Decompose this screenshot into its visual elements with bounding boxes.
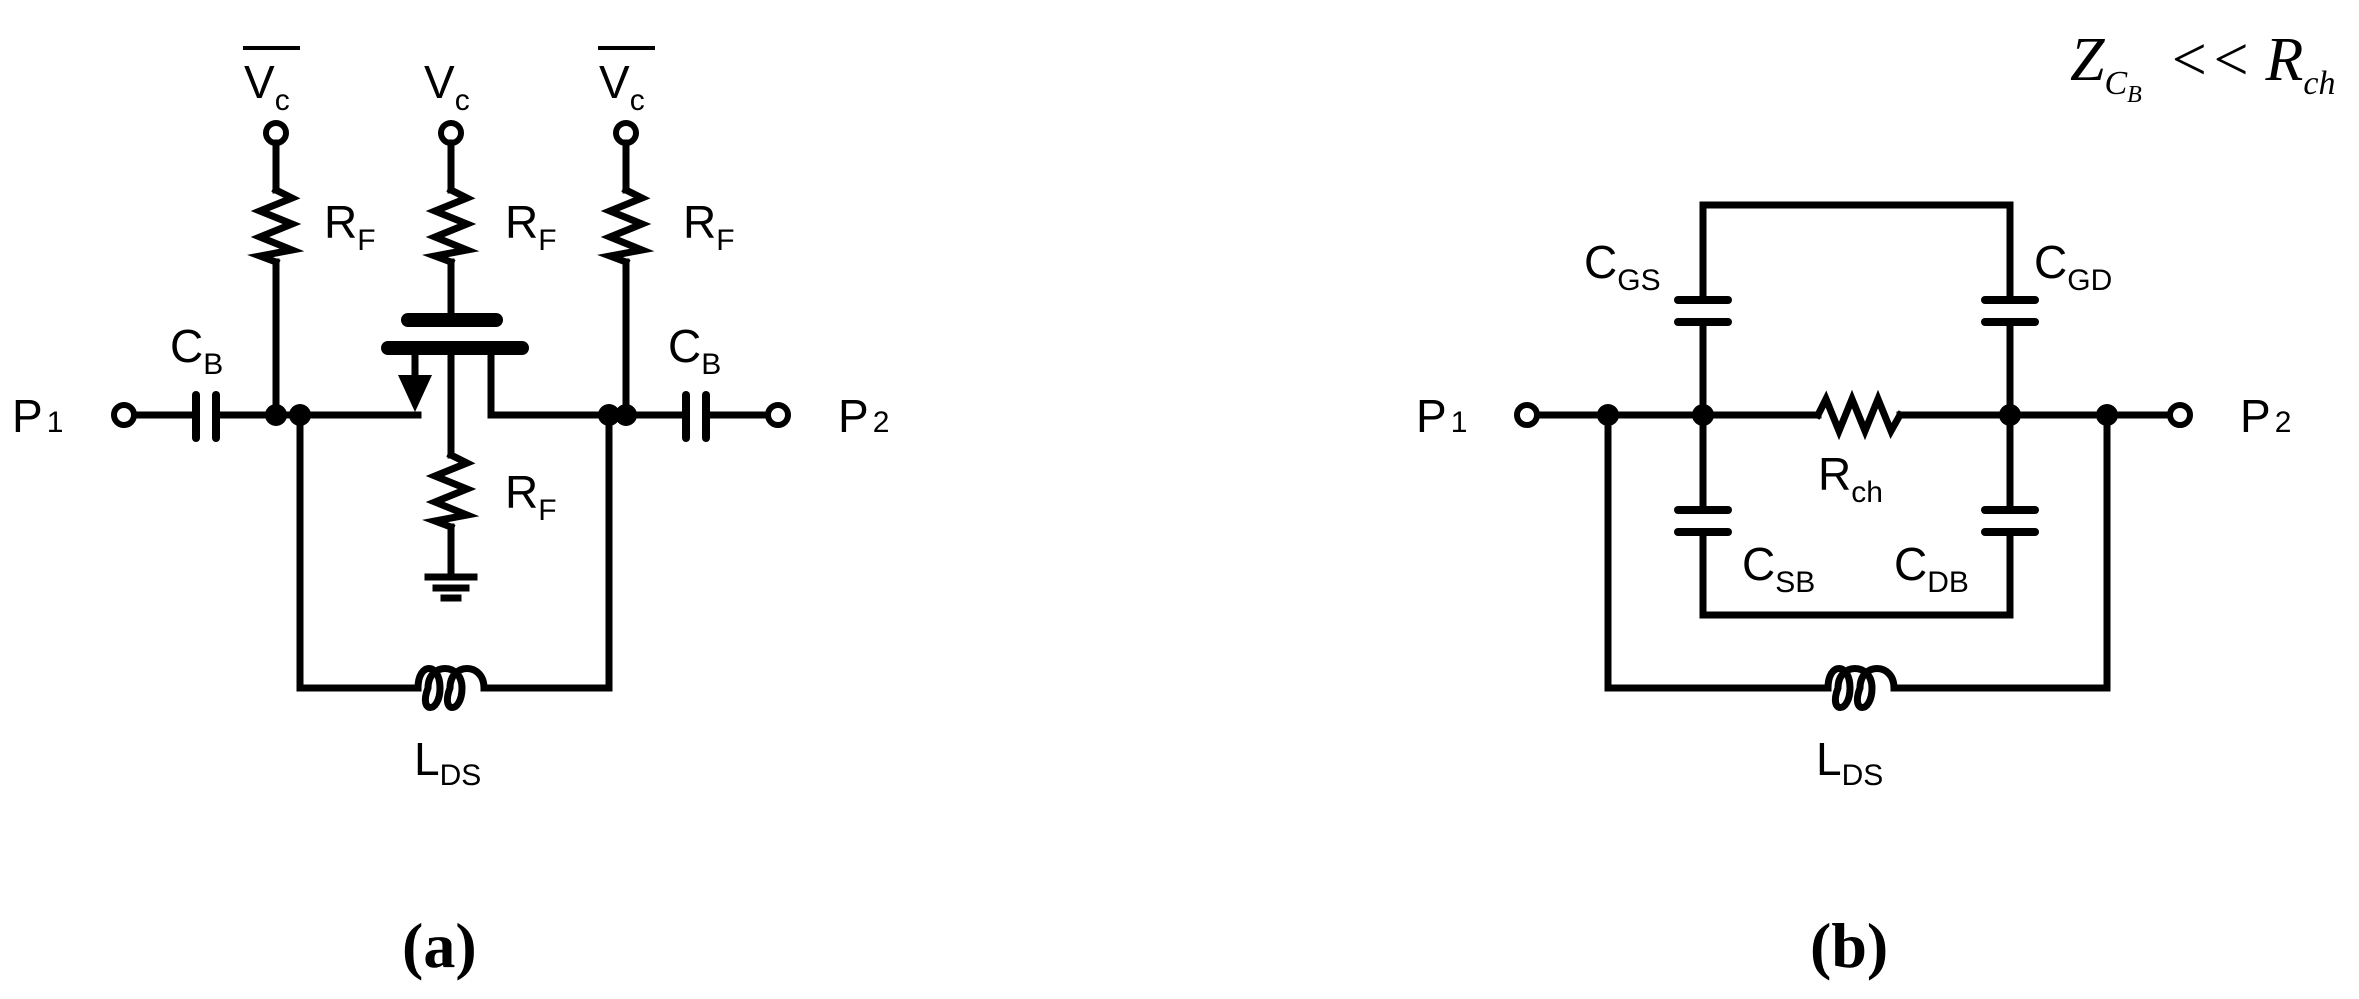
vc-center-label: Vc	[424, 56, 470, 117]
cgd-label: CGD	[2034, 236, 2112, 297]
impedance-condition: ZCB<<Rch	[2070, 26, 2336, 108]
cb-right-capacitor	[682, 391, 710, 442]
rf-right-label: RF	[683, 196, 735, 257]
cgs-label: CGS	[1584, 236, 1661, 297]
rch-label: Rch	[1818, 448, 1883, 509]
lds-inductor-a	[414, 665, 488, 711]
cb-right-label: CB	[668, 320, 721, 381]
rf-bottom-resistor	[422, 450, 480, 532]
caption-b: (b)	[1810, 910, 1888, 981]
panel-b-equivalent-circuit	[1514, 201, 2193, 711]
cdb-label: CDB	[1894, 538, 1969, 599]
lds-label-b: LDS	[1816, 733, 1883, 792]
lds-label-a: LDS	[414, 733, 481, 792]
csb-label: CSB	[1742, 538, 1815, 599]
rf-bottom-label: RF	[505, 466, 557, 527]
cb-left-capacitor	[192, 391, 220, 442]
panel-a-schematic	[111, 120, 791, 711]
vc-bar-left-label: Vc	[244, 56, 290, 117]
p2-terminal-a	[765, 402, 791, 428]
ground-icon	[424, 573, 478, 602]
rf-left-label: RF	[324, 196, 376, 257]
vc-bar-right-label: Vc	[599, 56, 645, 117]
rf-right-resistor	[597, 185, 655, 267]
lds-inductor-b	[1824, 665, 1898, 711]
p1-terminal-b	[1514, 402, 1540, 428]
rch-resistor	[1813, 389, 1905, 441]
p2-terminal-b	[2167, 402, 2193, 428]
caption-a: (a)	[402, 910, 477, 981]
p1-terminal-a	[111, 402, 137, 428]
rf-left-resistor	[247, 185, 305, 267]
cb-left-label: CB	[170, 320, 223, 381]
rf-center-label: RF	[505, 196, 557, 257]
rf-center-resistor	[422, 185, 480, 267]
mosfet-transistor	[381, 313, 529, 459]
